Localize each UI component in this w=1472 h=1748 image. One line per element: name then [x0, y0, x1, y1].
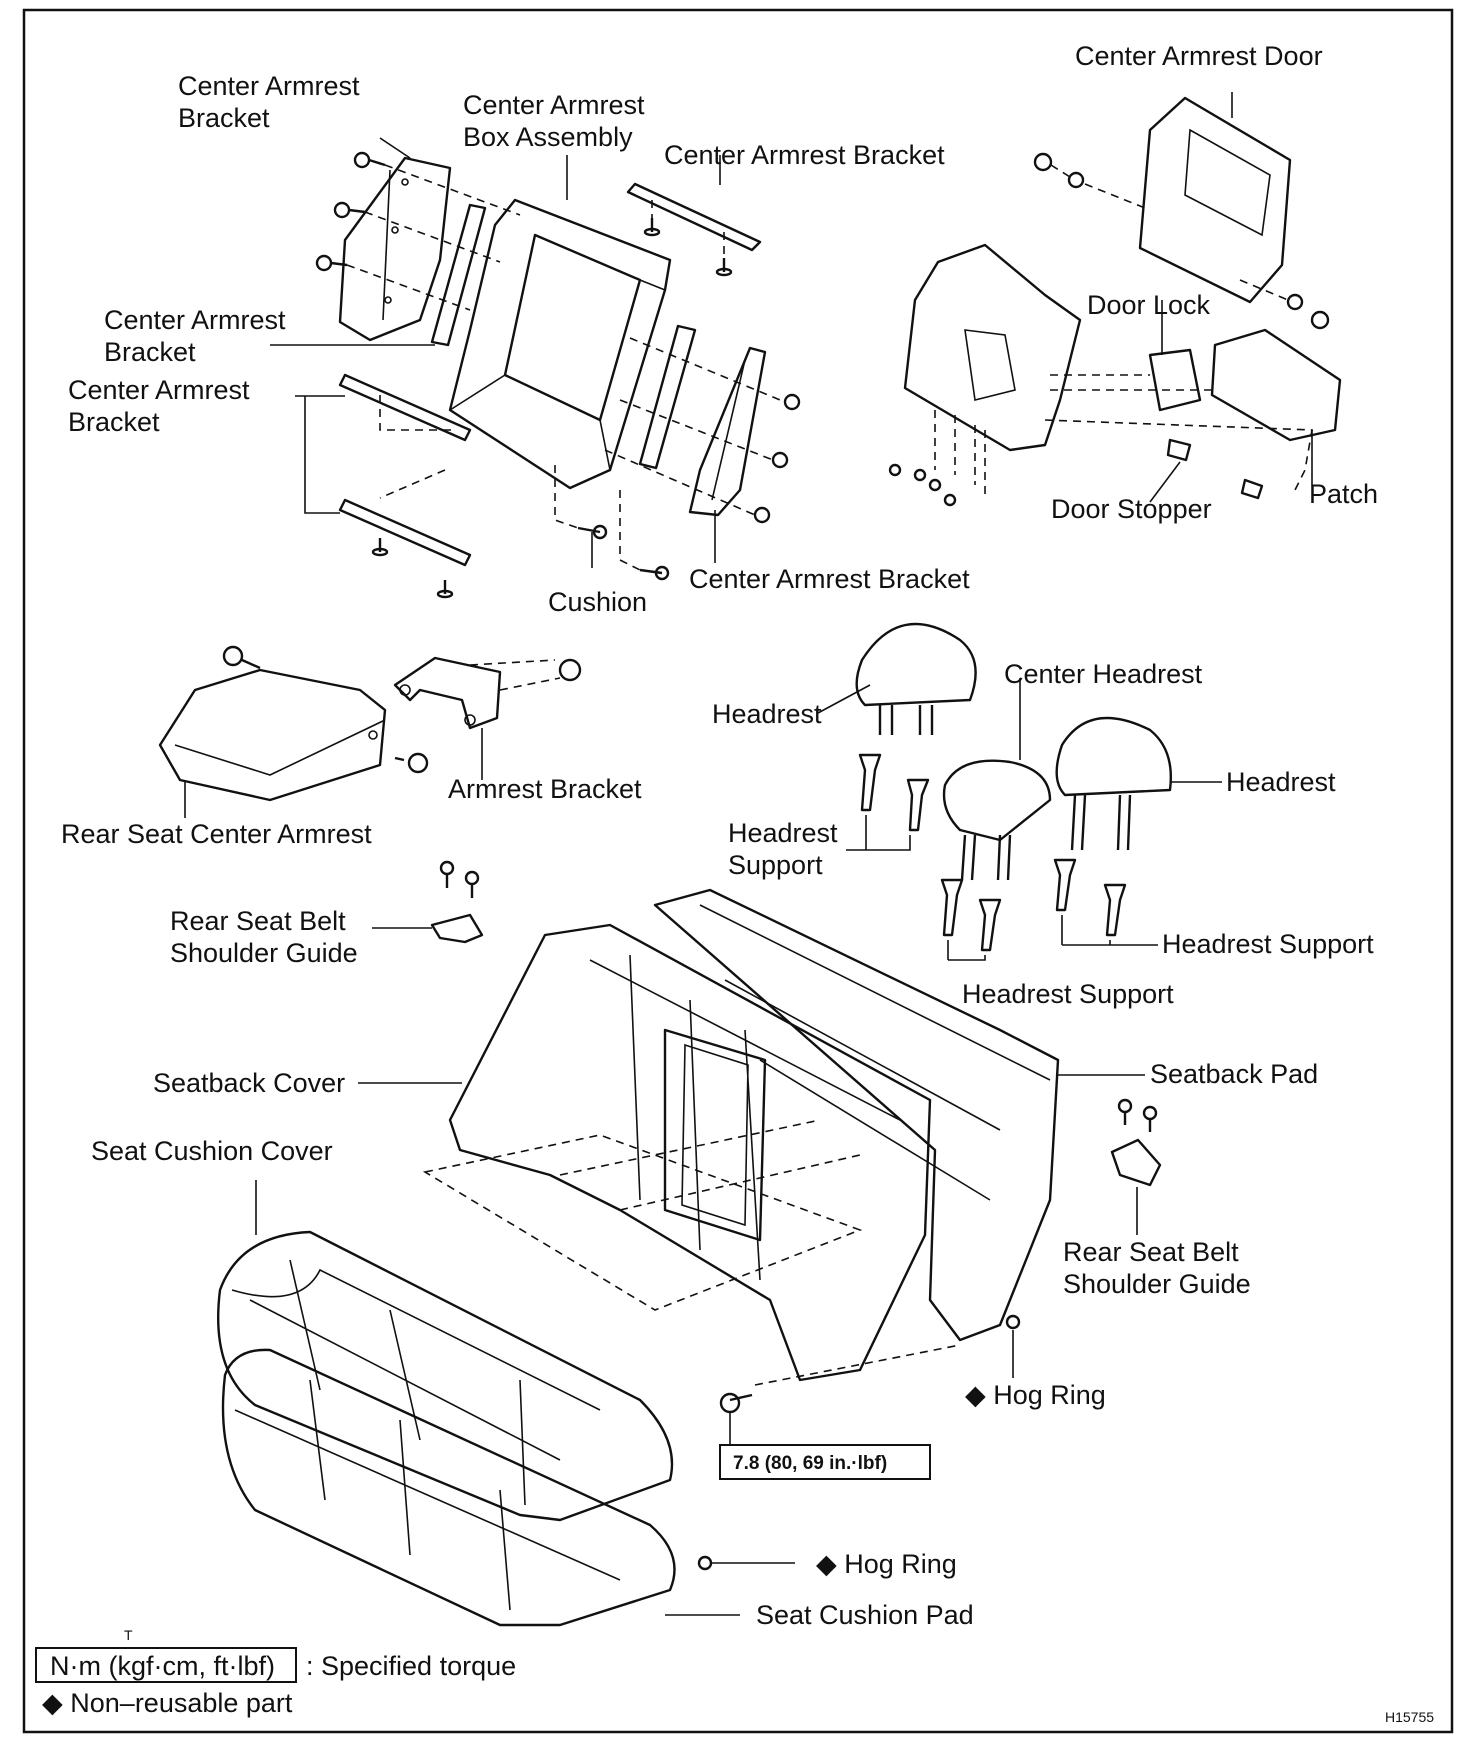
label-door-lock: Door Lock	[1087, 290, 1211, 320]
label-seat-cushion-pad: Seat Cushion Pad	[756, 1600, 974, 1630]
label-center-armrest-bracket-low-left: Center Armrest Bracket	[68, 375, 257, 437]
labels: Center Armrest Bracket Center Armrest Bo…	[61, 41, 1378, 1630]
label-center-armrest-box-assembly: Center Armrest Box Assembly	[463, 90, 652, 152]
label-seatback-pad: Seatback Pad	[1150, 1059, 1318, 1089]
legend: T N·m (kgf·cm, ft·lbf) : Specified torqu…	[35, 1627, 1434, 1725]
figure-code: H15755	[1385, 1709, 1434, 1725]
label-headrest-right: Headrest	[1226, 767, 1336, 797]
label-armrest-bracket: Armrest Bracket	[448, 774, 642, 804]
torque-value: 7.8 (80, 69 in.·lbf)	[733, 1453, 887, 1474]
headrests-group	[817, 622, 1222, 961]
legend-torque-units: N·m (kgf·cm, ft·lbf)	[50, 1651, 275, 1681]
label-headrest-support-left: Headrest Support	[728, 818, 845, 880]
label-door-stopper: Door Stopper	[1051, 494, 1212, 524]
belt-guide-right-group	[1110, 1098, 1162, 1235]
label-headrest-support-center: Headrest Support	[962, 979, 1174, 1009]
legend-torque-text: : Specified torque	[306, 1651, 516, 1681]
figure-frame	[22, 8, 1454, 1734]
belt-guide-left-group	[372, 860, 484, 944]
rear-seat-center-armrest-group	[158, 645, 582, 818]
legend-marker: T	[124, 1627, 133, 1643]
label-center-armrest-bracket-top: Center Armrest Bracket	[664, 140, 945, 170]
seat-cushion-group	[216, 1180, 740, 1627]
legend-non-reusable: ◆ Non–reusable part	[42, 1688, 293, 1718]
seatback-group	[358, 888, 1145, 1386]
label-center-headrest: Center Headrest	[1004, 659, 1203, 689]
label-seat-cushion-cover: Seat Cushion Cover	[91, 1136, 333, 1166]
label-patch: Patch	[1309, 479, 1378, 509]
label-seatback-cover: Seatback Cover	[153, 1068, 345, 1098]
label-center-armrest-door: Center Armrest Door	[1075, 41, 1323, 71]
label-rear-seat-center-armrest: Rear Seat Center Armrest	[61, 819, 372, 849]
label-headrest-left: Headrest	[712, 699, 822, 729]
label-rear-seat-belt-shoulder-guide-left: Rear Seat Belt Shoulder Guide	[170, 906, 358, 968]
label-center-armrest-bracket-top-left: Center Armrest Bracket	[178, 71, 367, 133]
center-armrest-box-group	[270, 137, 801, 599]
label-hog-ring-upper: ◆ Hog Ring	[965, 1380, 1106, 1410]
label-center-armrest-bracket-bottom: Center Armrest Bracket	[689, 564, 970, 594]
center-armrest-door-group	[888, 92, 1342, 507]
label-headrest-support-right: Headrest Support	[1162, 929, 1374, 959]
label-rear-seat-belt-shoulder-guide-right: Rear Seat Belt Shoulder Guide	[1063, 1237, 1251, 1299]
label-cushion: Cushion	[548, 587, 647, 617]
legend-torque-box	[35, 1647, 297, 1683]
hog-rings-group	[697, 1314, 1021, 1571]
label-center-armrest-bracket-mid-left: Center Armrest Bracket	[104, 305, 293, 367]
label-hog-ring-lower: ◆ Hog Ring	[816, 1549, 957, 1579]
torque-bolt-group	[719, 1392, 931, 1480]
